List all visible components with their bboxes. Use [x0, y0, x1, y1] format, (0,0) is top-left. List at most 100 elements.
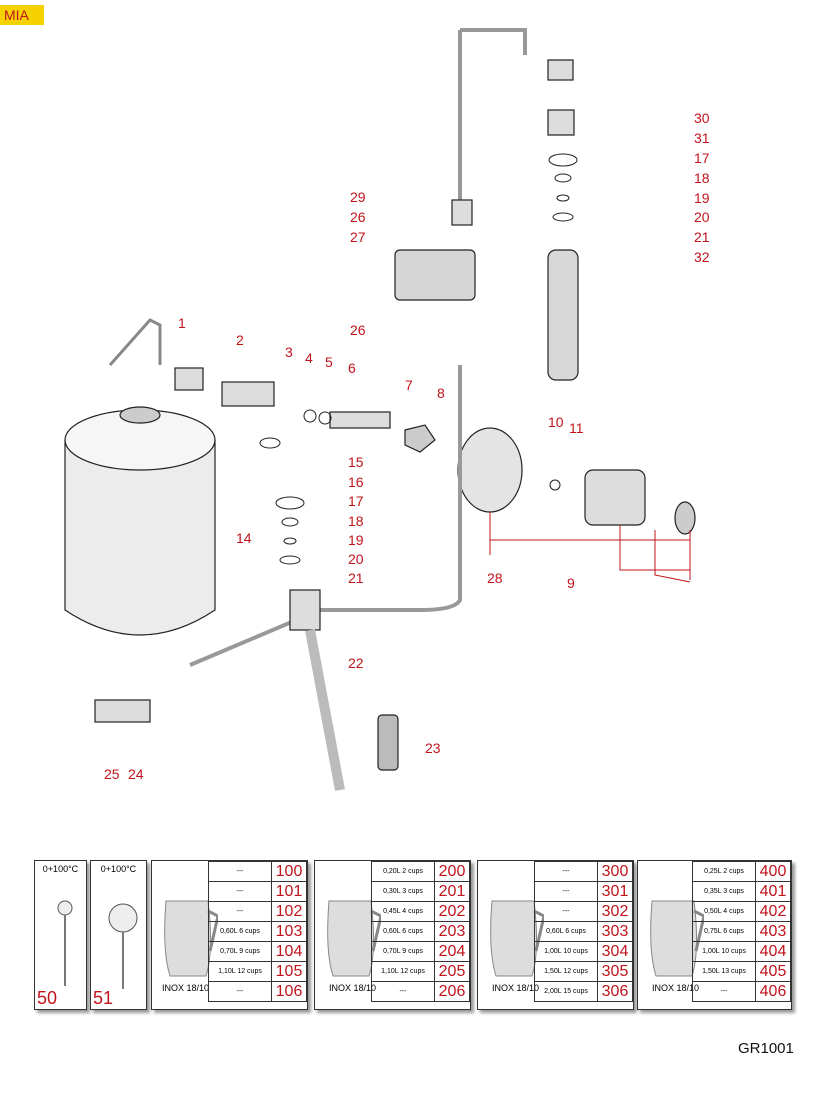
part-7	[404, 424, 436, 453]
jug-size: 0,70L 9 cups	[371, 941, 435, 962]
callout-20-right: 20	[694, 209, 710, 225]
item-number: 201	[434, 881, 470, 902]
item-number-50: 50	[37, 988, 58, 1008]
item-number: 203	[434, 921, 470, 942]
callout-22: 22	[348, 655, 364, 671]
table-row: ---406	[692, 981, 791, 1002]
item-number: 101	[271, 881, 307, 902]
callout-17: 17	[348, 493, 364, 509]
callout-17-right: 17	[694, 150, 710, 166]
callout-27: 27	[350, 229, 366, 245]
jug-size: ---	[208, 901, 272, 922]
jug-size: 1,50L 12 cups	[534, 961, 598, 982]
item-number: 400	[755, 861, 791, 882]
item-number: 202	[434, 901, 470, 922]
item-number: 200	[434, 861, 470, 882]
callout-7: 7	[405, 377, 413, 393]
jug-size: 1,00L 10 cups	[534, 941, 598, 962]
callout-2: 2	[236, 332, 244, 348]
jug-size: ---	[208, 981, 272, 1002]
boiler	[64, 406, 216, 636]
jug-size: 0,60L 6 cups	[534, 921, 598, 942]
jug-size: 1,50L 13 cups	[692, 961, 756, 982]
callout-16: 16	[348, 474, 364, 490]
jug-size: 0,25L 2 cups	[692, 861, 756, 882]
table-row: ---106	[208, 981, 307, 1002]
item-number: 405	[755, 961, 791, 982]
jug-size: 0,30L 3 cups	[371, 881, 435, 902]
callout-30: 30	[694, 110, 710, 126]
item-number: 301	[597, 881, 633, 902]
model-badge: MIA	[0, 5, 44, 25]
jug-size: 1,00L 10 cups	[692, 941, 756, 962]
callout-1: 1	[178, 315, 186, 331]
part-2	[221, 381, 275, 407]
exploded-view-drawing	[64, 28, 696, 791]
jug-size: ---	[371, 981, 435, 1002]
callout-18: 18	[348, 513, 364, 529]
table-row: ---206	[371, 981, 470, 1002]
thermometer-50-card: 0+100°C 50	[34, 860, 87, 1010]
callout-11: 11	[569, 420, 584, 436]
callout-20: 20	[348, 551, 364, 567]
jug-material: INOX 18/10	[492, 983, 540, 993]
part-1	[174, 367, 204, 391]
jug-size: ---	[534, 901, 598, 922]
jug-size: ---	[208, 861, 272, 882]
part-29	[451, 199, 473, 226]
item-number: 103	[271, 921, 307, 942]
item-number: 304	[597, 941, 633, 962]
thermometer-range: 0+100°C	[100, 864, 137, 874]
part-tee	[289, 589, 321, 631]
jug-size: 0,70L 9 cups	[208, 941, 272, 962]
item-number: 305	[597, 961, 633, 982]
item-number: 300	[597, 861, 633, 882]
item-number: 100	[271, 861, 307, 882]
grip-23	[377, 714, 399, 771]
item-number: 105	[271, 961, 307, 982]
steam-pipe	[458, 28, 527, 200]
item-number: 206	[434, 981, 470, 1002]
part-9-disc	[674, 501, 696, 535]
jug-size: 1,10L 12 cups	[371, 961, 435, 982]
item-number: 406	[755, 981, 791, 1002]
callout-26-top: 26	[350, 209, 366, 225]
jug-size: 1,10L 12 cups	[208, 961, 272, 982]
callout-32: 32	[694, 249, 710, 265]
callout-31: 31	[694, 130, 710, 146]
wand-32	[547, 249, 579, 381]
callout-21: 21	[348, 570, 364, 586]
drawing-code: GR1001	[738, 1040, 794, 1057]
jug-size: 0,20L 2 cups	[371, 861, 435, 882]
part-30	[547, 59, 574, 81]
item-number: 306	[597, 981, 633, 1002]
callout-25: 25	[104, 766, 120, 782]
item-number: 303	[597, 921, 633, 942]
valve-24-25	[94, 699, 151, 723]
callout-6: 6	[348, 360, 356, 376]
item-number: 403	[755, 921, 791, 942]
table-row: ---100	[208, 861, 307, 882]
pipe-28	[189, 365, 462, 667]
